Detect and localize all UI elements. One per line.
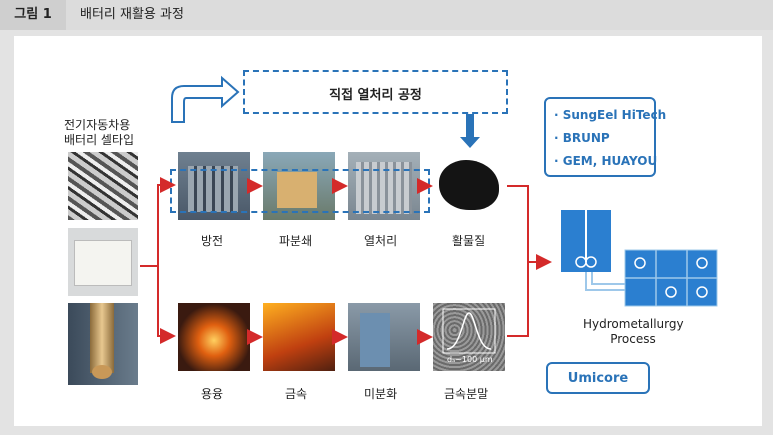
powder-size-annotation: dₐ~100 μm — [447, 355, 493, 364]
pouch-cells-image — [68, 152, 138, 220]
cylindrical-cell-image — [68, 303, 138, 385]
pulverizing-image — [348, 303, 420, 371]
active-material-image — [433, 152, 505, 220]
direct-process-label: 직접 열처리 공정 — [329, 88, 422, 103]
hydro-label-line1: Hydrometallurgy — [583, 317, 684, 331]
figure-title: 배터리 재활용 과정 — [80, 7, 184, 22]
step-active-material: 활물질 — [452, 234, 486, 248]
source-label-line2: 배터리 셀타입 — [64, 133, 135, 147]
company-sungeel: · SungEel HiTech — [554, 108, 667, 122]
metal-image — [263, 303, 335, 371]
metal-powder-image: dₐ~100 μm — [433, 303, 505, 371]
step-heat-treatment: 열처리 — [364, 234, 398, 248]
melting-image — [178, 303, 250, 371]
distribution-curve-icon — [442, 308, 496, 354]
hydro-label-line2: Process — [610, 332, 656, 346]
company-brunp: · BRUNP — [554, 131, 610, 145]
bend-arrow-icon — [171, 75, 240, 123]
step-metal: 금속 — [285, 387, 308, 401]
step-melting: 용융 — [201, 387, 224, 401]
shredding-image — [263, 152, 335, 220]
step-shredding: 파분쇄 — [279, 234, 313, 248]
down-arrow-icon — [460, 114, 480, 148]
figure-header: 그림 1 배터리 재활용 과정 — [0, 0, 773, 30]
separation-units-icon — [624, 249, 718, 307]
step-metal-powder: 금속분말 — [444, 387, 489, 401]
figure-label: 그림 1 — [0, 0, 66, 30]
company-umicore: Umicore — [567, 371, 629, 386]
direct-process-box: 직접 열처리 공정 — [243, 70, 508, 114]
discharge-image — [178, 152, 250, 220]
companies-top-box: · SungEel HiTech · BRUNP · GEM, HUAYOU — [544, 97, 666, 177]
heat-treatment-image — [348, 152, 420, 220]
step-pulverizing: 미분화 — [364, 387, 398, 401]
company-umicore-box: Umicore — [546, 362, 650, 394]
source-label-line1: 전기자동차용 — [64, 118, 131, 132]
step-discharge: 방전 — [201, 234, 224, 248]
pouch-cell-image — [68, 228, 138, 296]
company-gem-huayou: · GEM, HUAYOU — [554, 154, 658, 168]
reactor-tank-icon — [561, 200, 625, 291]
